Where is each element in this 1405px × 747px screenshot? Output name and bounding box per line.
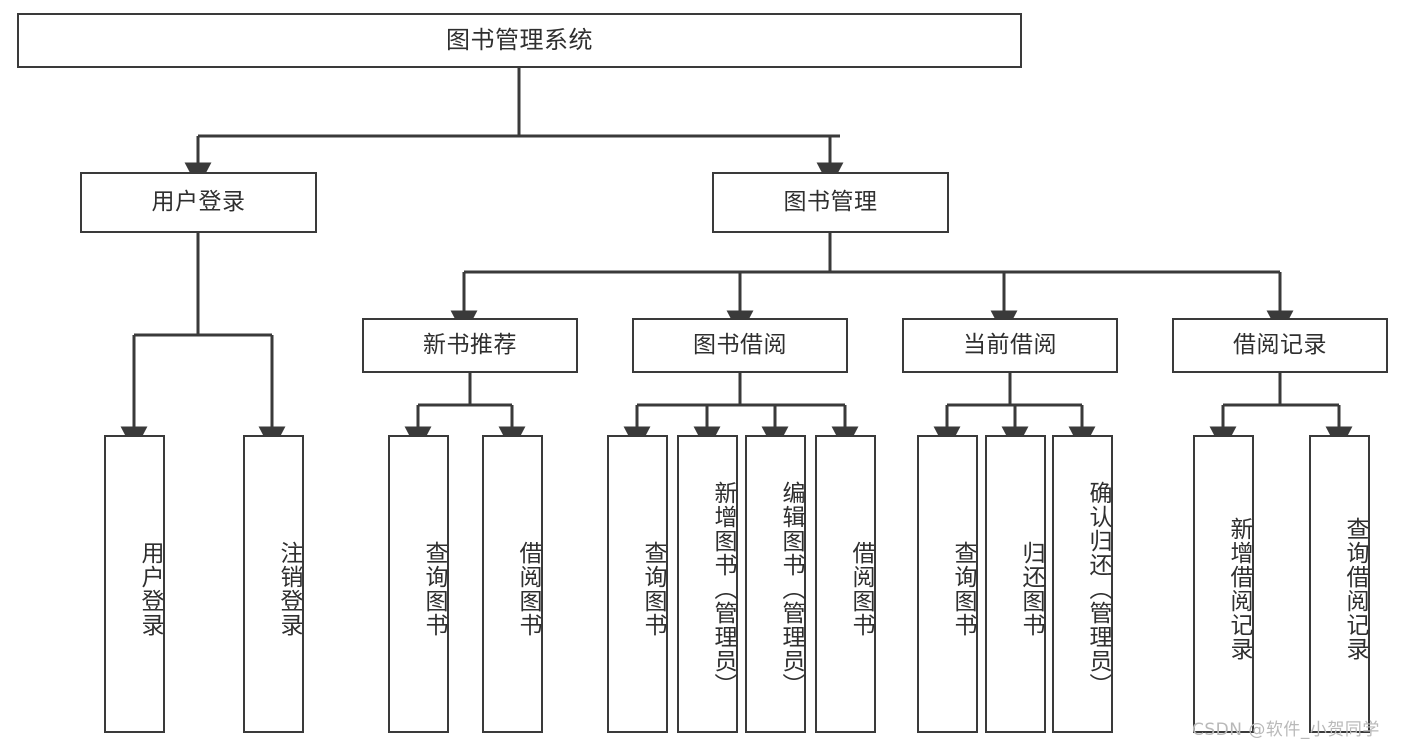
node-book-manage[interactable]: 图书管理: [712, 172, 949, 233]
node-leaf-borrow-book-1-label: 借阅图书: [515, 541, 541, 637]
csdn-watermark: CSDN @软件_小贺同学: [1192, 720, 1380, 740]
node-new-book-recommend[interactable]: 新书推荐: [362, 318, 578, 373]
node-leaf-logout-label: 注销登录: [276, 541, 302, 637]
node-new-book-recommend-label: 新书推荐: [423, 331, 517, 358]
node-leaf-edit-book-label: 编辑图书（管理员）: [778, 481, 804, 697]
node-book-manage-label: 图书管理: [783, 188, 878, 215]
node-user-login[interactable]: 用户登录: [80, 172, 317, 233]
node-leaf-confirm-return-label: 确认归还（管理员）: [1085, 481, 1111, 697]
node-root[interactable]: 图书管理系统: [17, 13, 1022, 68]
node-leaf-query-book-3-label: 查询图书: [950, 541, 976, 637]
node-leaf-borrow-book-1[interactable]: 借阅图书: [482, 435, 543, 733]
node-leaf-query-book-2[interactable]: 查询图书: [607, 435, 668, 733]
node-leaf-user-login-label: 用户登录: [137, 541, 163, 637]
node-leaf-return-book-label: 归还图书: [1018, 541, 1044, 637]
node-leaf-query-record[interactable]: 查询借阅记录: [1309, 435, 1370, 733]
node-leaf-confirm-return[interactable]: 确认归还（管理员）: [1052, 435, 1113, 733]
node-book-borrow-label: 图书借阅: [693, 331, 787, 358]
node-borrow-record[interactable]: 借阅记录: [1172, 318, 1388, 373]
node-leaf-edit-book[interactable]: 编辑图书（管理员）: [745, 435, 806, 733]
node-leaf-return-book[interactable]: 归还图书: [985, 435, 1046, 733]
node-leaf-query-book-1[interactable]: 查询图书: [388, 435, 449, 733]
node-root-label: 图书管理系统: [446, 26, 593, 55]
node-leaf-add-book[interactable]: 新增图书（管理员）: [677, 435, 738, 733]
node-leaf-user-login[interactable]: 用户登录: [104, 435, 165, 733]
node-leaf-add-record-label: 新增借阅记录: [1226, 517, 1252, 661]
node-leaf-query-record-label: 查询借阅记录: [1342, 517, 1368, 661]
node-current-borrow[interactable]: 当前借阅: [902, 318, 1118, 373]
node-borrow-record-label: 借阅记录: [1233, 331, 1327, 358]
node-leaf-borrow-book-2-label: 借阅图书: [848, 541, 874, 637]
node-leaf-query-book-2-label: 查询图书: [640, 541, 666, 637]
node-leaf-add-record[interactable]: 新增借阅记录: [1193, 435, 1254, 733]
node-current-borrow-label: 当前借阅: [963, 331, 1057, 358]
node-leaf-query-book-1-label: 查询图书: [421, 541, 447, 637]
node-leaf-borrow-book-2[interactable]: 借阅图书: [815, 435, 876, 733]
node-user-login-label: 用户登录: [151, 188, 246, 215]
node-book-borrow[interactable]: 图书借阅: [632, 318, 848, 373]
node-leaf-add-book-label: 新增图书（管理员）: [710, 481, 736, 697]
node-leaf-query-book-3[interactable]: 查询图书: [917, 435, 978, 733]
node-leaf-logout[interactable]: 注销登录: [243, 435, 304, 733]
